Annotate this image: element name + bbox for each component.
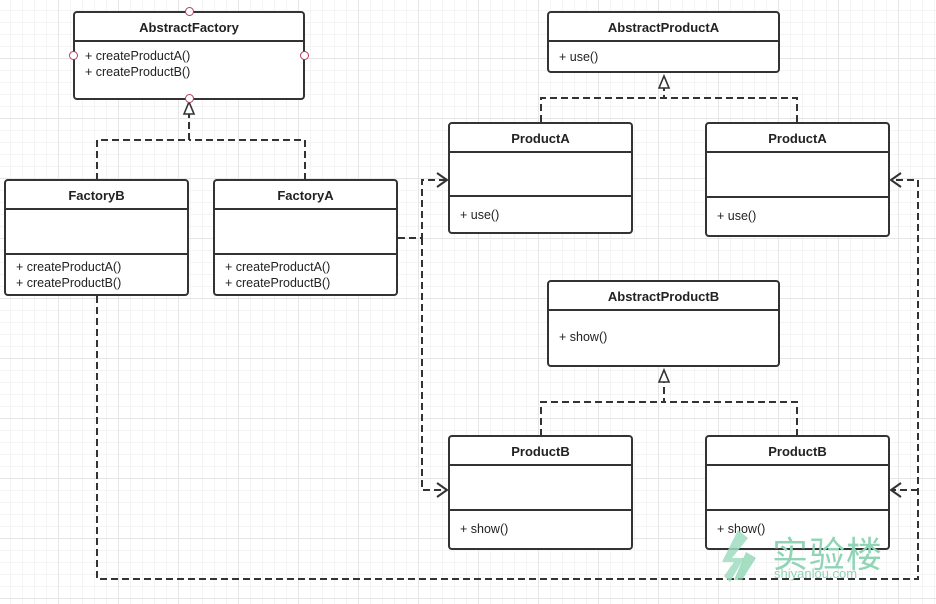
- class-factory-a[interactable]: FactoryA + createProductA() + createProd…: [213, 179, 398, 296]
- arrow-productb1: [436, 482, 449, 498]
- class-product-a-2[interactable]: ProductA + use(): [705, 122, 890, 237]
- class-product-b-2[interactable]: ProductB + show(): [705, 435, 890, 550]
- shiyanlou-watermark: 实验楼 shiyanlou.com: [716, 526, 896, 586]
- triangle-abstractproducta: [657, 73, 671, 89]
- selection-handle-right[interactable]: [300, 51, 309, 60]
- class-name: ProductB: [707, 437, 888, 466]
- class-abstract-product-b[interactable]: AbstractProductB + show(): [547, 280, 780, 367]
- operations: + use(): [450, 197, 631, 223]
- class-product-a-1[interactable]: ProductA + use(): [448, 122, 633, 234]
- realization-factorya-abstractfactory: [189, 139, 306, 180]
- attributes: [707, 153, 888, 198]
- arrow-producta2: [889, 172, 902, 188]
- operations: + createProductA() + createProductB(): [215, 255, 396, 291]
- watermark-url-text: shiyanlou.com: [774, 566, 858, 581]
- selection-handle-top[interactable]: [185, 7, 194, 16]
- operation: + show(): [460, 522, 509, 536]
- realization-producta2-abstractproducta: [664, 97, 798, 122]
- dependency-factorya-productb: [421, 238, 446, 491]
- operations: + createProductA() + createProductB(): [75, 42, 303, 80]
- operation: + createProductA(): [225, 260, 331, 274]
- class-name: ProductB: [450, 437, 631, 466]
- arrow-producta1: [436, 172, 449, 188]
- class-name: AbstractFactory: [75, 13, 303, 42]
- arrow-productb2: [889, 482, 902, 498]
- operation: + createProductB(): [16, 276, 122, 290]
- class-factory-b[interactable]: FactoryB + createProductA() + createProd…: [4, 179, 189, 296]
- class-name: FactoryA: [215, 181, 396, 210]
- operation: + createProductB(): [225, 276, 331, 290]
- selection-handle-bottom[interactable]: [185, 94, 194, 103]
- class-name: ProductA: [450, 124, 631, 153]
- operation: + show(): [717, 522, 766, 536]
- dependency-factoryb-loop: [96, 179, 919, 580]
- class-name: FactoryB: [6, 181, 187, 210]
- operations: + show(): [707, 511, 888, 537]
- class-abstract-factory[interactable]: AbstractFactory + createProductA() + cre…: [73, 11, 305, 100]
- attributes: [215, 210, 396, 255]
- realization-factoryb-abstractfactory: [96, 112, 190, 180]
- attributes: [707, 466, 888, 511]
- dependency-factorya-producta: [398, 179, 446, 239]
- class-product-b-1[interactable]: ProductB + show(): [448, 435, 633, 550]
- operations: + show(): [450, 511, 631, 537]
- class-name: ProductA: [707, 124, 888, 153]
- realization-productb1-abstractproductb: [540, 380, 665, 436]
- operation: + show(): [559, 330, 608, 344]
- operations: + use(): [707, 198, 888, 224]
- triangle-abstractproductb: [657, 367, 671, 383]
- watermark-chinese-text: 实验楼: [772, 535, 884, 576]
- class-name: AbstractProductB: [549, 282, 778, 311]
- attributes: [6, 210, 187, 255]
- operations: + show(): [549, 311, 778, 345]
- operation: + createProductB(): [85, 65, 191, 79]
- operation: + use(): [460, 208, 500, 222]
- realization-productb2-abstractproductb: [664, 401, 798, 436]
- class-abstract-product-a[interactable]: AbstractProductA + use(): [547, 11, 780, 73]
- attributes: [450, 466, 631, 511]
- realization-producta1-abstractproducta: [540, 86, 665, 122]
- operation: + use(): [559, 50, 599, 64]
- operations: + use(): [549, 42, 778, 65]
- operation: + use(): [717, 209, 757, 223]
- class-name: AbstractProductA: [549, 13, 778, 42]
- attributes: [450, 153, 631, 197]
- operation: + createProductA(): [85, 49, 191, 63]
- shiyanlou-logo-icon: [722, 530, 756, 582]
- operations: + createProductA() + createProductB(): [6, 255, 187, 291]
- operation: + createProductA(): [16, 260, 122, 274]
- selection-handle-left[interactable]: [69, 51, 78, 60]
- triangle-abstractfactory: [182, 99, 196, 115]
